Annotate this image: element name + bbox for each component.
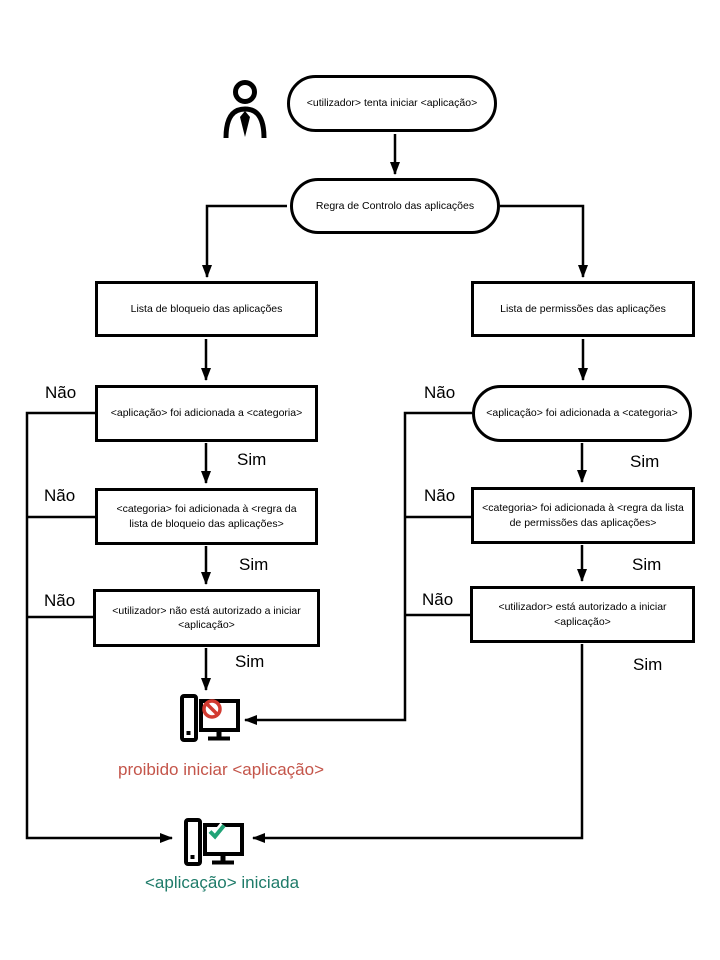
node-allow-user-authorized-label: <utilizador> está autorizado a iniciar <…	[498, 601, 667, 628]
node-block-list-label: Lista de bloqueio das aplicações	[130, 302, 283, 315]
person-icon	[223, 80, 267, 139]
node-block-user-not-authorized: <utilizador> não está autorizado a inici…	[93, 589, 320, 647]
label-nao-block-2: Não	[44, 486, 76, 505]
label-nao-block-1: Não	[45, 383, 77, 402]
node-rule: Regra de Controlo das aplicações	[290, 178, 500, 234]
node-allow-category-in-rule-label: <categoria> foi adicionada à <regra da l…	[482, 502, 684, 529]
edge-rule-to-allowlist	[500, 204, 588, 278]
node-start-label: <utilizador> tenta iniciar <aplicação>	[306, 97, 478, 110]
node-allow-app-in-category: <aplicação> foi adicionada a <categoria>	[472, 385, 692, 442]
node-block-list: Lista de bloqueio das aplicações	[95, 281, 318, 337]
node-block-app-in-category-label: <aplicação> foi adicionada a <categoria>	[110, 407, 303, 420]
label-sim-block-3: Sim	[235, 652, 265, 671]
computer-prohibited-icon	[180, 694, 240, 742]
label-sim-allow-1: Sim	[630, 452, 660, 471]
node-allow-category-in-rule: <categoria> foi adicionada à <regra da l…	[471, 487, 695, 544]
edge-allow-nao-trunk-to-blocked	[244, 411, 472, 725]
computer-check-icon	[184, 818, 244, 866]
node-allow-list-label: Lista de permissões das aplicações	[500, 302, 666, 315]
edge-block-nao-trunk-to-started	[25, 411, 173, 843]
label-nao-block-3: Não	[44, 591, 76, 610]
node-rule-label: Regra de Controlo das aplicações	[315, 199, 475, 212]
node-block-category-in-rule: <categoria> foi adicionada à <regra da l…	[95, 488, 318, 545]
outcome-started-text: <aplicação> iniciada	[145, 873, 300, 892]
label-sim-allow-3: Sim	[633, 655, 663, 674]
label-sim-allow-2: Sim	[632, 555, 662, 574]
label-sim-block-2: Sim	[239, 555, 269, 574]
edge-rule-to-blocklist	[202, 204, 287, 278]
node-block-category-in-rule-label: <categoria> foi adicionada à <regra da l…	[116, 503, 297, 530]
edge-allow-sim-3-to-started	[252, 644, 584, 843]
label-nao-allow-1: Não	[424, 383, 456, 402]
outcome-blocked-text: proibido iniciar <aplicação>	[118, 760, 325, 779]
node-allow-list: Lista de permissões das aplicações	[471, 281, 695, 337]
node-allow-user-authorized: <utilizador> está autorizado a iniciar <…	[470, 586, 695, 643]
node-allow-app-in-category-label: <aplicação> foi adicionada a <categoria>	[486, 407, 678, 420]
node-start: <utilizador> tenta iniciar <aplicação>	[287, 75, 497, 132]
node-block-user-not-authorized-label: <utilizador> não está autorizado a inici…	[112, 604, 301, 631]
label-nao-allow-2: Não	[424, 486, 456, 505]
node-block-app-in-category: <aplicação> foi adicionada a <categoria>	[95, 385, 318, 442]
label-nao-allow-3: Não	[422, 590, 454, 609]
label-sim-block-1: Sim	[237, 450, 267, 469]
